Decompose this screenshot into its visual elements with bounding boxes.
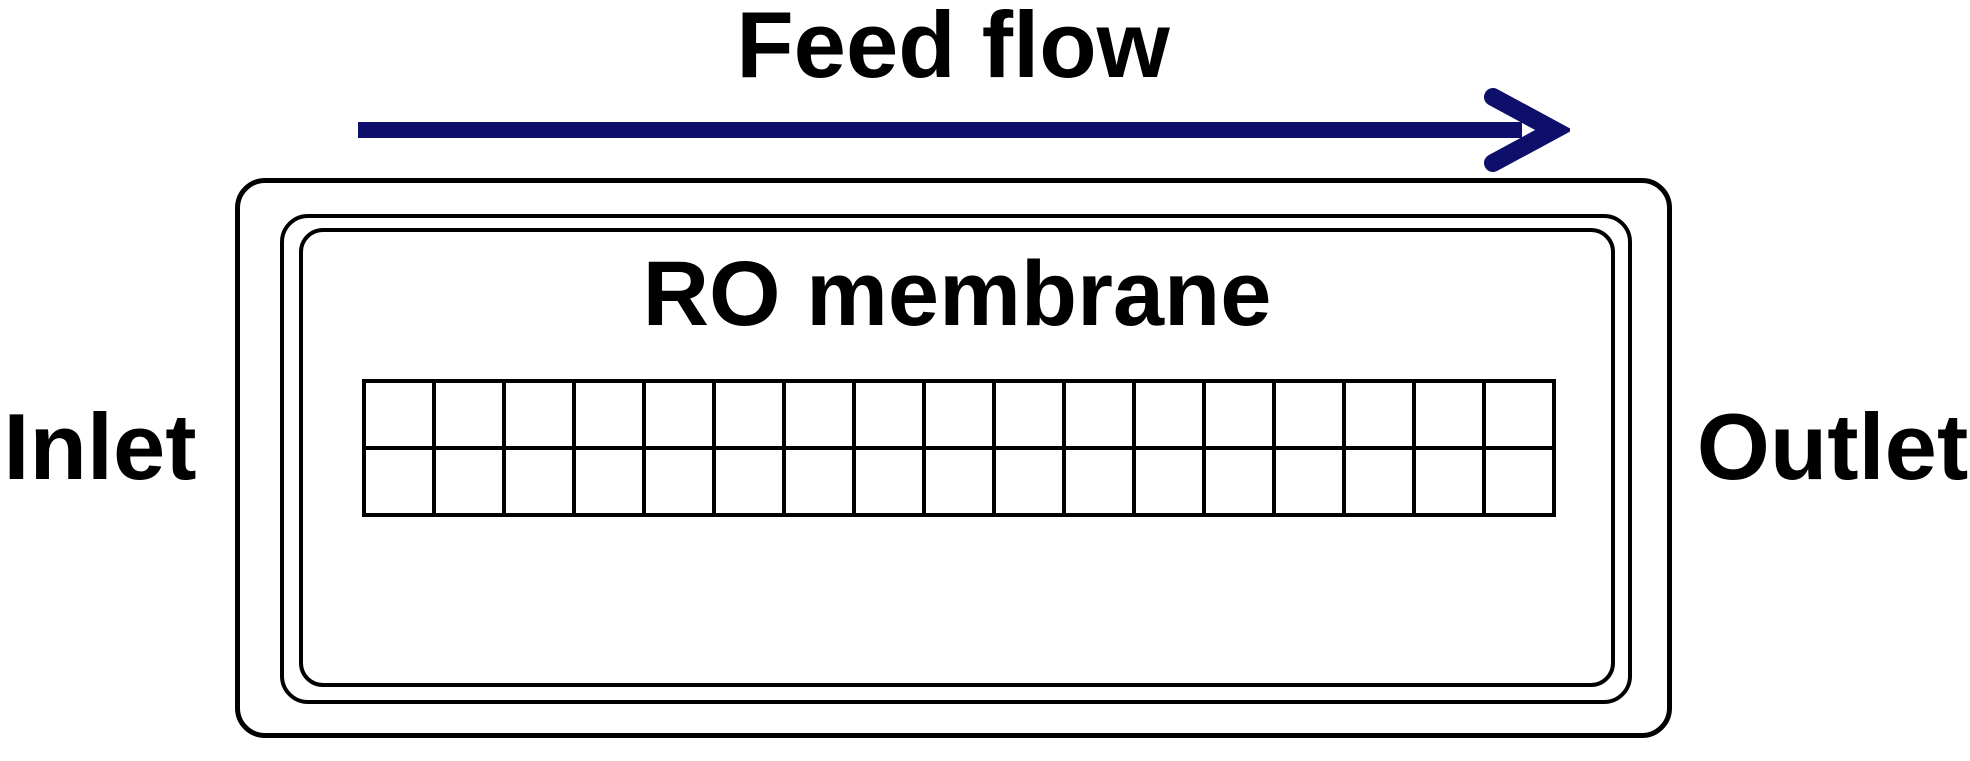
feed-flow-label: Feed flow [736,0,1170,97]
membrane-cell [504,381,574,448]
membrane-cell [1484,448,1554,515]
module-housing-middle [280,214,1632,704]
membrane-cell [1414,381,1484,448]
membrane-cell [1274,381,1344,448]
membrane-cell [1414,448,1484,515]
membrane-cell [574,381,644,448]
membrane-cell [1204,448,1274,515]
membrane-cell [574,448,644,515]
membrane-cell [434,448,504,515]
membrane-cell [364,448,434,515]
outlet-label: Outlet [1696,394,1969,499]
membrane-cell [714,448,784,515]
membrane-cell [504,448,574,515]
membrane-cell [1344,381,1414,448]
membrane-cell [434,381,504,448]
membrane-cell [1134,448,1204,515]
membrane-cell [784,381,854,448]
membrane-cell [1064,448,1134,515]
membrane-cell [854,381,924,448]
membrane-cell [994,381,1064,448]
membrane-cell [924,381,994,448]
membrane-cell [1204,381,1274,448]
membrane-cell [1064,381,1134,448]
inlet-label: Inlet [3,394,197,499]
membrane-cell-grid [362,379,1556,517]
membrane-cell [1484,381,1554,448]
membrane-cell [1344,448,1414,515]
membrane-cell [854,448,924,515]
module-housing-inner [299,228,1615,687]
membrane-cell [1134,381,1204,448]
membrane-cell [644,448,714,515]
membrane-cell [784,448,854,515]
module-housing-outer [235,178,1672,738]
feed-flow-arrow-icon [358,88,1570,172]
membrane-cell [924,448,994,515]
ro-membrane-label: RO membrane [642,243,1272,345]
membrane-cell [644,381,714,448]
membrane-cell [1274,448,1344,515]
membrane-cell [364,381,434,448]
membrane-cell [994,448,1064,515]
membrane-cell [714,381,784,448]
